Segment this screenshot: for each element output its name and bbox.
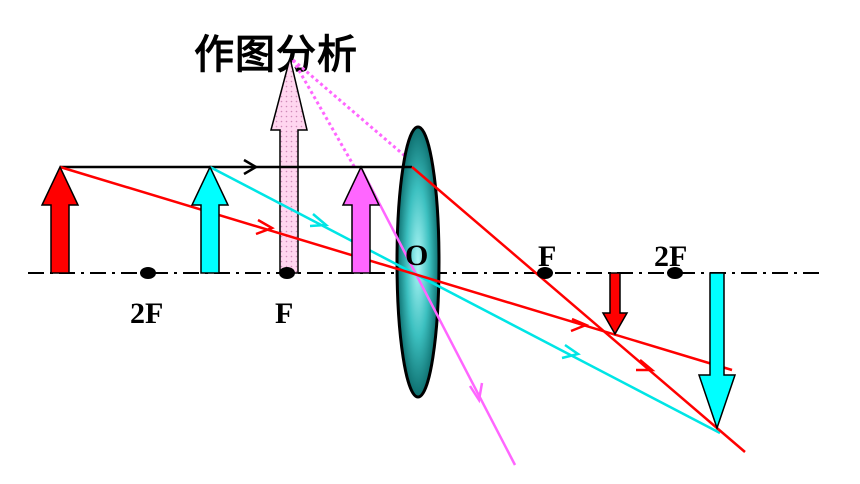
cyan-object-arrow xyxy=(190,165,230,274)
ray-arrowhead xyxy=(255,218,275,236)
convex-lens xyxy=(395,125,441,399)
label-left-f: F xyxy=(275,297,293,330)
magenta-object-arrow xyxy=(341,165,381,274)
focal-point-left-f xyxy=(279,267,295,279)
ray-arrowhead xyxy=(309,213,330,228)
ray-arrowhead xyxy=(468,382,484,404)
dotted-extension-2 xyxy=(291,59,357,169)
ray-red-refracted xyxy=(411,166,746,453)
page-title: 作图分析 xyxy=(194,32,358,78)
ray-arrowhead xyxy=(570,317,590,333)
ray-arrowhead xyxy=(636,359,656,372)
red-image-arrow xyxy=(601,272,629,336)
label-optical-center: O xyxy=(405,239,428,272)
ray-arrowhead xyxy=(243,158,259,176)
ray-magenta xyxy=(360,169,517,466)
label-right-f: F xyxy=(538,240,556,273)
cyan-image-arrow xyxy=(697,272,737,431)
focal-point-right-2f xyxy=(667,267,683,279)
ray-cyan xyxy=(209,165,721,435)
label-right-2f: 2F xyxy=(654,240,687,273)
label-left-2f: 2F xyxy=(130,297,163,330)
ray-red-through-center xyxy=(59,165,733,372)
ray-arrowhead xyxy=(561,343,581,360)
red-object-arrow xyxy=(40,165,80,274)
focal-point-left-2f xyxy=(140,267,156,279)
dotted-extension-1 xyxy=(292,58,413,164)
focal-point-right-f xyxy=(537,267,553,279)
